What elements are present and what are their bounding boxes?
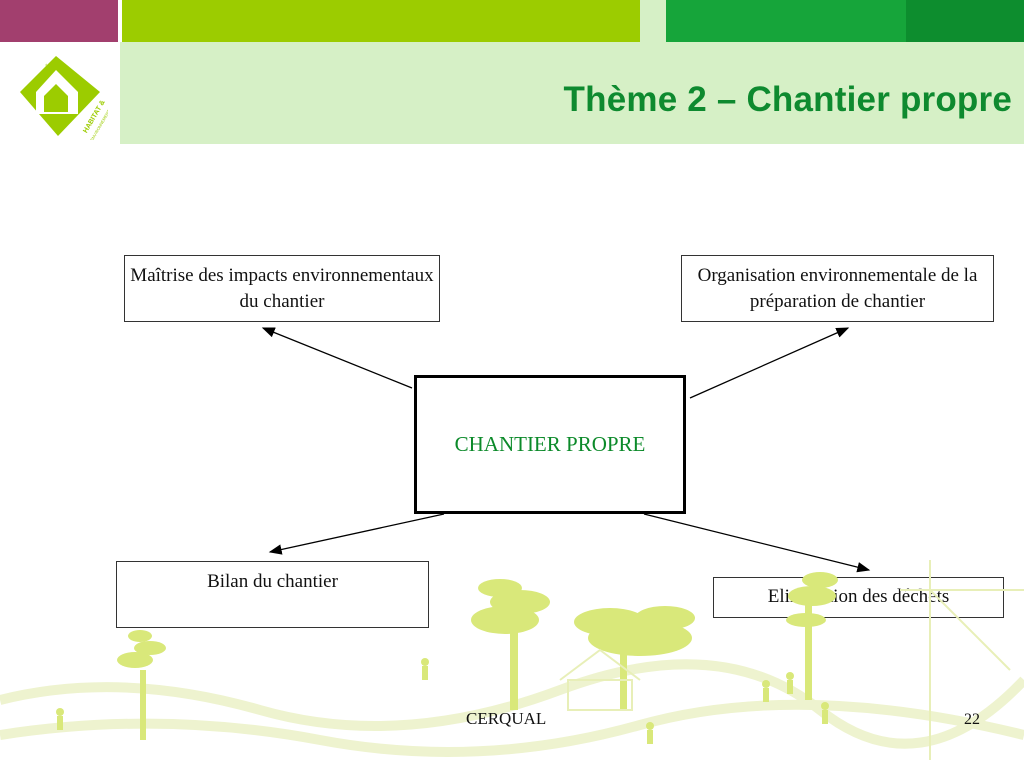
box-organisation-environnementale: Organisation environnementale de la prép… xyxy=(681,255,994,322)
header-strip-lime xyxy=(122,0,640,42)
arrow-to-bottom-left xyxy=(268,513,445,555)
footer-organization: CERQUAL xyxy=(466,709,547,728)
certification-house-logo: CERTIFIÉ HABITAT & ENVIRONNEMENT xyxy=(20,56,108,140)
page-number: 22 xyxy=(964,711,980,728)
arrow-to-top-right xyxy=(689,327,850,399)
arrow-to-top-left xyxy=(261,327,413,389)
arrow-to-bottom-right xyxy=(643,513,871,573)
title-band xyxy=(120,42,1024,144)
header-strip-purple xyxy=(0,0,118,42)
box-chantier-propre: CHANTIER PROPRE xyxy=(414,375,686,514)
box-bilan-chantier: Bilan du chantier xyxy=(116,561,429,628)
box-impacts-environnementaux: Maîtrise des impacts environnementaux du… xyxy=(124,255,440,322)
slide-title: Thème 2 – Chantier propre xyxy=(563,80,1012,119)
landscape-illustration xyxy=(0,560,1024,760)
header-strip-green xyxy=(666,0,906,42)
header-strip-pale xyxy=(640,0,666,42)
header-strip-dark-green xyxy=(906,0,1024,42)
